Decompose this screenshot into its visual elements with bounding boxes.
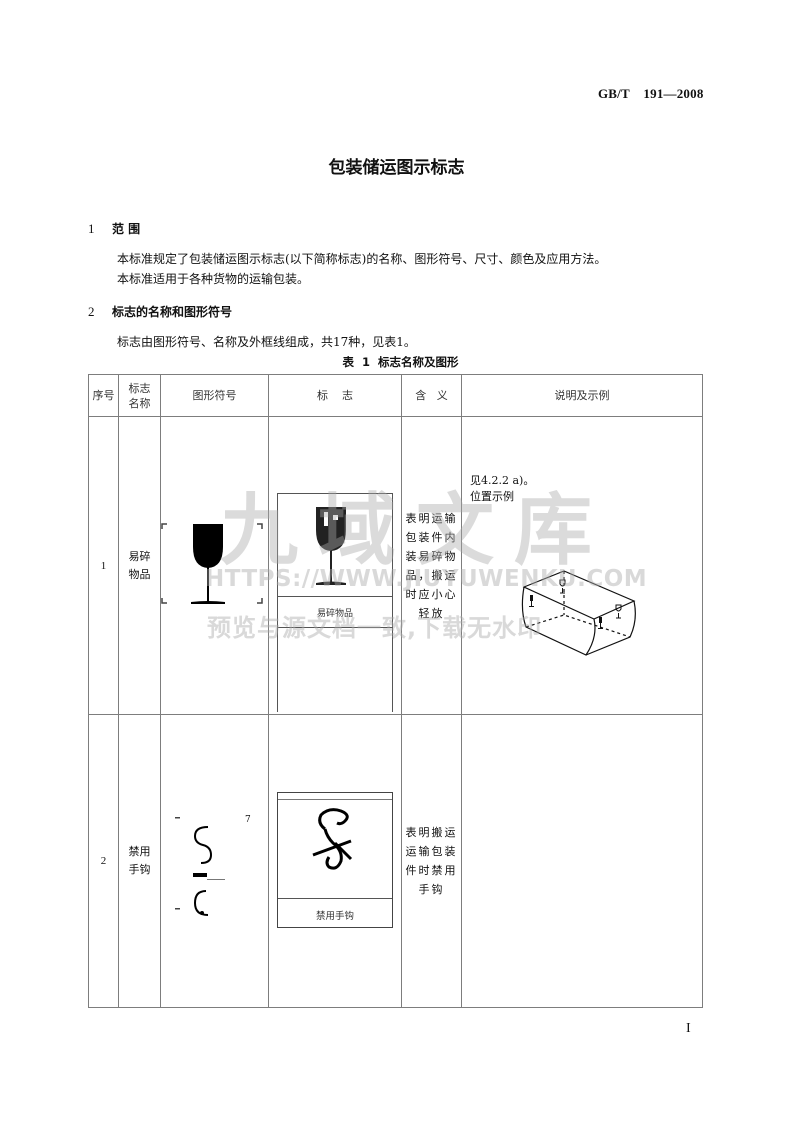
row-meaning: 表明运输包装件内装易碎物品，搬运时应小心轻放 bbox=[401, 416, 462, 715]
mark-frame bbox=[277, 792, 393, 928]
table-row: 2 禁用手钩 7 bbox=[88, 714, 703, 1008]
divider bbox=[278, 898, 392, 899]
section-title: 范 围 bbox=[112, 222, 141, 236]
row-mark: 易碎物品 bbox=[268, 416, 402, 715]
no-hook-icon bbox=[175, 817, 225, 916]
column-header-name: 标志名称 bbox=[118, 374, 161, 417]
no-hook-icon bbox=[312, 808, 353, 870]
note-line: 见4.2.2 a)。 bbox=[470, 474, 535, 487]
divider bbox=[278, 627, 392, 628]
column-header-index: 序号 bbox=[88, 374, 119, 417]
row-mark: 禁用手钩 bbox=[268, 714, 402, 1008]
marks-table: 序号 标志名称 图形符号 标 志 含 义 说明及示例 1 易碎物品 bbox=[88, 374, 703, 1008]
row-meaning: 表明搬运运输包装件时禁用手钩 bbox=[401, 714, 462, 1008]
package-box-with-fragile-marks-icon bbox=[521, 570, 636, 656]
row-mark-name: 禁用手钩 bbox=[118, 714, 161, 1008]
row-notes bbox=[461, 714, 703, 1008]
row-mark-name: 易碎物品 bbox=[118, 416, 161, 715]
divider bbox=[278, 799, 392, 800]
section-number: 1 bbox=[88, 221, 95, 236]
document-title: 包装储运图示标志 bbox=[328, 158, 465, 178]
column-header-notes: 说明及示例 bbox=[461, 374, 703, 417]
mark-label: 易碎物品 bbox=[316, 609, 353, 619]
row-index: 2 bbox=[88, 714, 119, 1008]
row-notes: 见4.2.2 a)。 位置示例 bbox=[461, 416, 703, 715]
paragraph: 标志由图形符号、名称及外框线组成，共17种，见表1。 bbox=[117, 335, 416, 349]
table-row: 1 易碎物品 bbox=[88, 416, 703, 715]
row-index: 1 bbox=[88, 416, 119, 715]
table-caption: 表 1 标志名称及图形 bbox=[342, 355, 459, 369]
fragile-wineglass-icon bbox=[316, 507, 346, 585]
row-symbol: 7 bbox=[160, 714, 269, 1008]
symbol-annotation: 7 bbox=[245, 815, 251, 825]
row-symbol bbox=[160, 416, 269, 715]
column-header-symbol: 图形符号 bbox=[160, 374, 269, 417]
paragraph: 本标准规定了包装储运图示标志(以下简称标志)的名称、图形符号、尺寸、颜色及应用方… bbox=[117, 252, 607, 266]
mark-label: 禁用手钩 bbox=[315, 911, 354, 922]
note-line: 位置示例 bbox=[470, 490, 514, 503]
section-1-heading: 1 范 围 bbox=[88, 220, 140, 237]
column-header-meaning: 含 义 bbox=[401, 374, 462, 417]
column-header-mark: 标 志 bbox=[268, 374, 402, 417]
page-number: I bbox=[686, 1021, 691, 1036]
mark-frame bbox=[277, 493, 393, 712]
paragraph: 本标准适用于各种货物的运输包装。 bbox=[117, 272, 310, 286]
table-header-row: 序号 标志名称 图形符号 标 志 含 义 说明及示例 bbox=[88, 374, 703, 417]
standard-code: GB/T 191—2008 bbox=[598, 86, 704, 101]
fragile-wineglass-icon bbox=[161, 523, 263, 604]
divider bbox=[278, 596, 392, 597]
section-title: 标志的名称和图形符号 bbox=[112, 305, 233, 319]
section-number: 2 bbox=[88, 304, 95, 319]
section-2-heading: 2 标志的名称和图形符号 bbox=[88, 303, 232, 320]
